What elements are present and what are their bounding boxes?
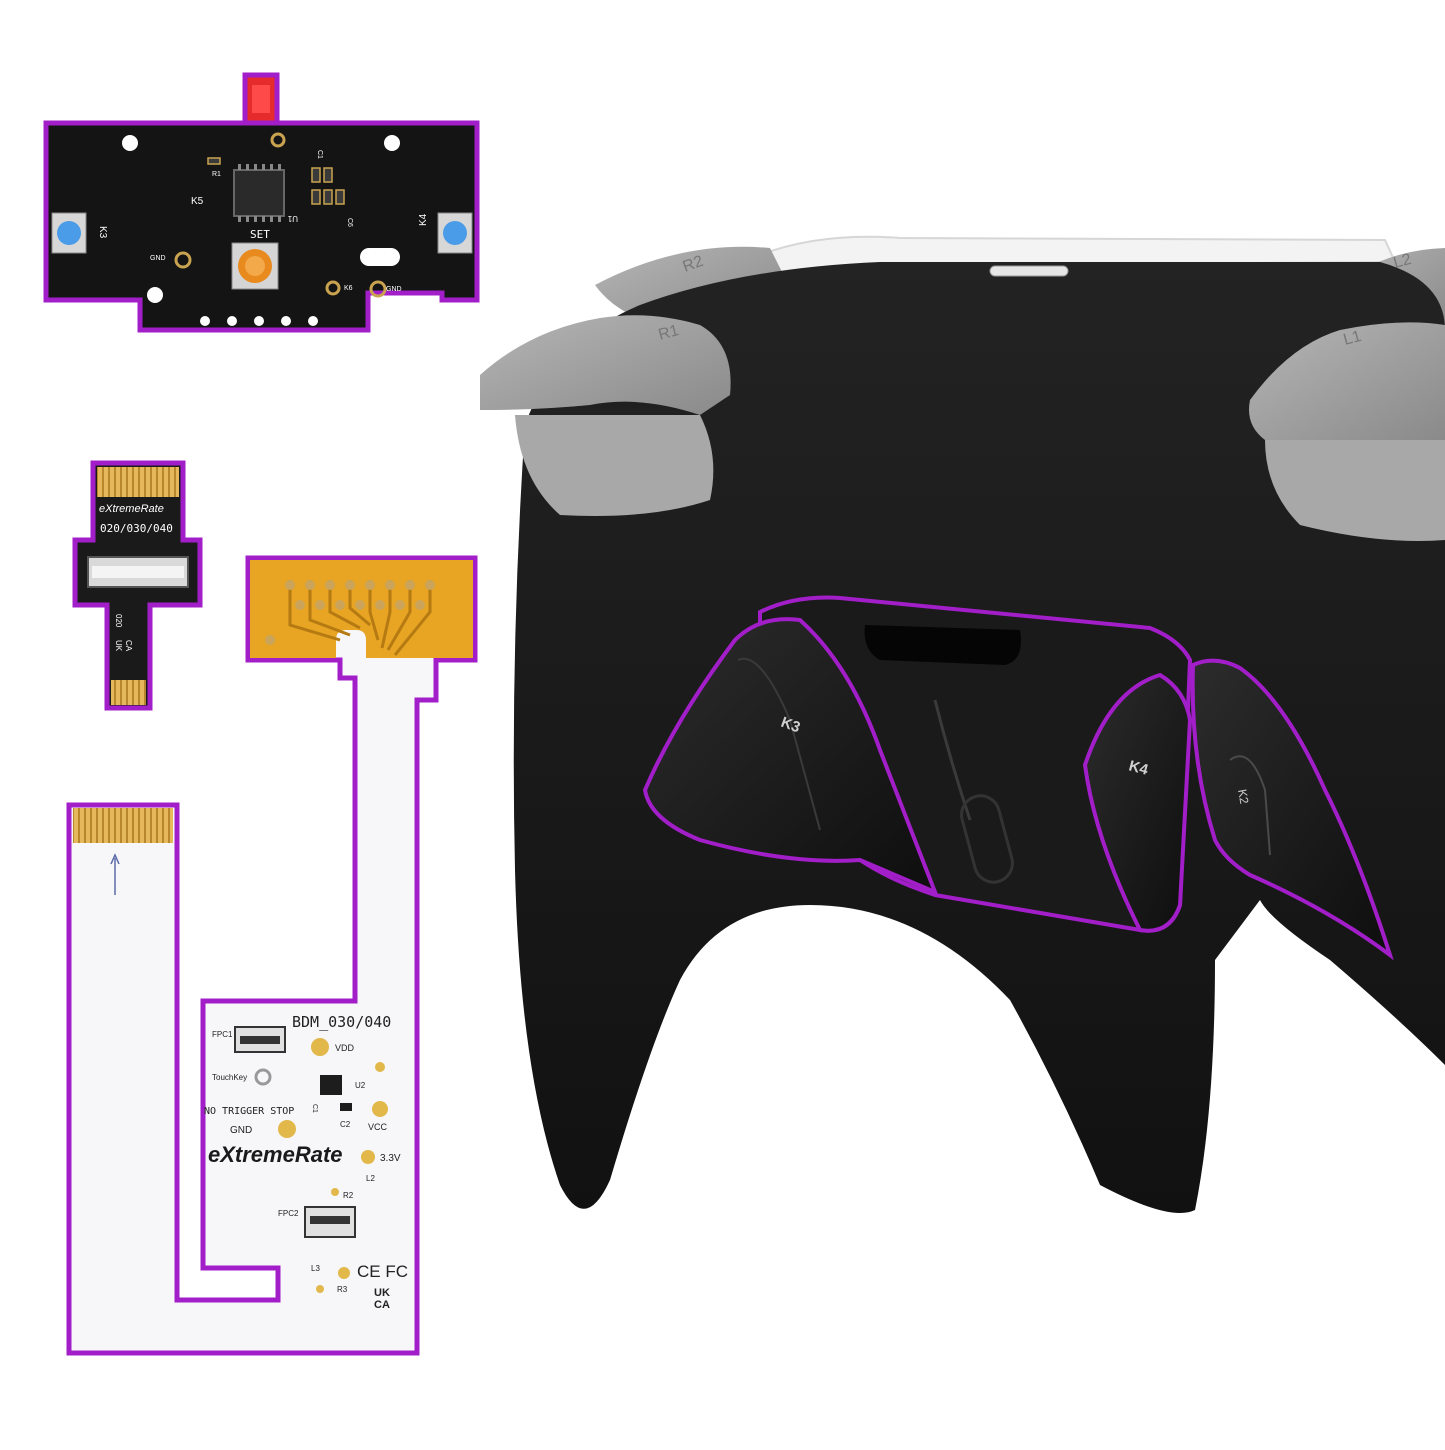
label-u2: U2 bbox=[355, 1081, 366, 1090]
trigger-label-r1: R1 bbox=[657, 322, 681, 344]
label-no-trigger-stop: NO TRIGGER STOP bbox=[204, 1106, 294, 1117]
label-c2: C2 bbox=[340, 1120, 351, 1129]
trigger-label-l2: L2 bbox=[1392, 251, 1414, 272]
label-c6: C6 bbox=[346, 218, 353, 227]
label-k6: K6 bbox=[344, 285, 353, 292]
gold-pins-top bbox=[97, 467, 179, 497]
k3-blue-button-icon bbox=[57, 221, 81, 245]
c2-component-icon bbox=[340, 1103, 352, 1111]
k3-paddle-edge bbox=[737, 657, 821, 831]
label-ukca-top: UK bbox=[374, 1287, 390, 1299]
connector-brand: eXtremeRate bbox=[99, 503, 164, 515]
vdd-pad-icon bbox=[311, 1038, 329, 1056]
label-r1: R1 bbox=[212, 171, 221, 178]
gnd-pad-icon bbox=[369, 280, 387, 298]
k6-pad-icon bbox=[325, 280, 341, 296]
k4-paddle bbox=[1082, 672, 1193, 933]
game-controller: R2 R1 L2 L1 K3 K4 K2 bbox=[480, 235, 1445, 1213]
trigger-label-r2: R2 bbox=[681, 253, 706, 276]
u2-chip-icon bbox=[320, 1075, 342, 1095]
flex-cable: BDM_030/040 FPC1 VDD TouchKey U2 NO TRIG… bbox=[66, 555, 478, 1356]
flex-gold-pins bbox=[73, 808, 173, 843]
paddle-label-k3: K3 bbox=[779, 714, 803, 737]
l1-bumper bbox=[1249, 322, 1445, 440]
label-c1: C1 bbox=[311, 1104, 318, 1113]
label-l3: L3 bbox=[311, 1264, 320, 1273]
label-l2: L2 bbox=[366, 1174, 375, 1183]
label-gnd-right: GND bbox=[386, 286, 402, 293]
arrow-head-icon bbox=[110, 853, 120, 865]
r2-pad-icon bbox=[331, 1188, 339, 1196]
main-pcb-board: K5 K3 K4 SET GND GND K6 R1 U1 C6 C1 bbox=[43, 72, 480, 333]
mount-hole-icon bbox=[384, 135, 400, 151]
fpc-slot bbox=[92, 566, 184, 578]
label-set: SET bbox=[250, 228, 270, 241]
mount-hole-icon bbox=[122, 135, 138, 151]
label-u1: U1 bbox=[287, 214, 298, 223]
label-k5: K5 bbox=[191, 196, 204, 207]
ic-chip-icon bbox=[233, 169, 285, 217]
v33-pad-icon bbox=[361, 1150, 375, 1164]
fpc2-slot bbox=[310, 1216, 350, 1224]
label-c1: C1 bbox=[316, 150, 323, 159]
module-oval-button bbox=[960, 794, 1014, 884]
vcc-pad-icon bbox=[372, 1101, 388, 1117]
label-r2: R2 bbox=[343, 1191, 354, 1200]
label-touchkey: TouchKey bbox=[212, 1073, 247, 1082]
label-k3: K3 bbox=[97, 226, 108, 239]
label-gnd: GND bbox=[230, 1125, 252, 1136]
r1-bumper bbox=[480, 315, 731, 415]
flex-model-label: BDM_030/040 bbox=[292, 1013, 391, 1031]
gnd-pad-icon bbox=[174, 251, 192, 269]
r3-pad-icon bbox=[338, 1267, 350, 1279]
label-ukca-bottom: CA bbox=[374, 1299, 390, 1311]
label-gnd-left: GND bbox=[150, 255, 166, 262]
mount-hole-icon bbox=[147, 287, 163, 303]
paddle-label-k2: K2 bbox=[1235, 788, 1251, 805]
fpc1-slot bbox=[240, 1036, 280, 1044]
pad-icon bbox=[270, 132, 286, 148]
red-led-icon bbox=[252, 85, 270, 113]
connector-mark-ca: CA bbox=[124, 640, 133, 652]
module-center-slot bbox=[864, 625, 1021, 665]
touchkey-pad-icon bbox=[254, 1068, 272, 1086]
mount-slot-icon bbox=[360, 248, 400, 266]
l3-pad-icon bbox=[316, 1285, 324, 1293]
smd-components bbox=[207, 157, 345, 205]
label-vcc: VCC bbox=[368, 1122, 388, 1132]
connector-mark-020: 020 bbox=[114, 614, 123, 628]
label-k4: K4 bbox=[418, 213, 429, 226]
label-r3: R3 bbox=[337, 1285, 348, 1294]
pcb-outline bbox=[43, 120, 480, 333]
label-vdd: VDD bbox=[335, 1043, 355, 1053]
label-fpc2: FPC2 bbox=[278, 1209, 299, 1218]
connector-model: 020/030/040 bbox=[100, 522, 173, 535]
label-3v3: 3.3V bbox=[380, 1153, 401, 1164]
l1-bumper-lower bbox=[1265, 440, 1445, 541]
module-seam bbox=[933, 699, 972, 821]
controller-slot bbox=[989, 265, 1069, 277]
gnd-pad-icon bbox=[278, 1120, 296, 1138]
r1-bumper-lower bbox=[515, 415, 714, 516]
label-fpc1: FPC1 bbox=[212, 1030, 233, 1039]
via-pad-icon bbox=[375, 1062, 385, 1072]
k2-paddle-edge bbox=[1229, 755, 1271, 856]
chip-pins bbox=[238, 164, 281, 222]
k2-paddle bbox=[1190, 658, 1394, 961]
k4-blue-button-icon bbox=[443, 221, 467, 245]
flex-pads bbox=[265, 580, 435, 645]
paddle-label-k4: K4 bbox=[1127, 757, 1151, 779]
connector-mark-uk: UK bbox=[114, 640, 123, 652]
label-ce-fc: CE FC bbox=[357, 1262, 408, 1281]
small-connector-board: eXtremeRate 020/030/040 020 UK CA bbox=[72, 460, 203, 711]
gold-pins-bottom bbox=[111, 680, 146, 705]
flex-brand-logo: eXtremeRate bbox=[208, 1142, 343, 1167]
set-button-highlight bbox=[245, 256, 265, 276]
trigger-label-l1: L1 bbox=[1342, 328, 1364, 349]
k3-paddle bbox=[642, 617, 939, 896]
header-pins bbox=[200, 316, 318, 326]
